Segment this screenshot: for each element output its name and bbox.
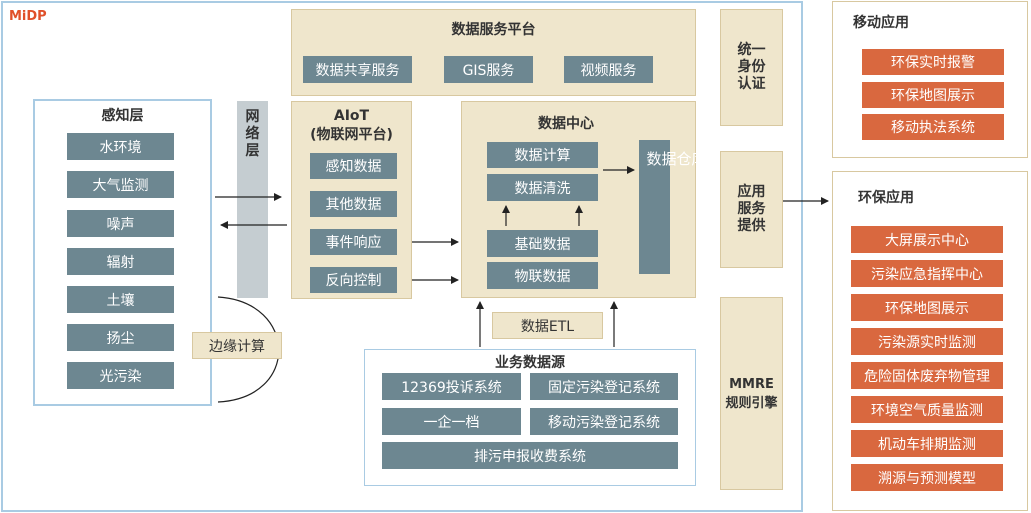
env-app-item[interactable]: 溯源与预测模型 <box>851 464 1003 491</box>
aiot-item[interactable]: 反向控制 <box>310 267 397 293</box>
rule-engine-label-line1: MMRE <box>729 376 774 392</box>
env-app-item[interactable]: 环境空气质量监测 <box>851 396 1003 423</box>
business-item[interactable]: 移动污染登记系统 <box>530 408 678 435</box>
business-item[interactable]: 一企一档 <box>382 408 521 435</box>
edge-compute-box[interactable]: 边缘计算 <box>192 332 282 359</box>
business-item[interactable]: 固定污染登记系统 <box>530 373 678 400</box>
brand-label: MiDP <box>9 9 47 24</box>
rule-engine-box[interactable]: MMRE 规则引擎 <box>720 297 783 490</box>
identity-auth-label: 统一身份认证 <box>737 42 766 92</box>
env-app-item[interactable]: 机动车排期监测 <box>851 430 1003 457</box>
perception-item[interactable]: 光污染 <box>67 362 174 389</box>
perception-item[interactable]: 土壤 <box>67 286 174 313</box>
app-service-label: 应用服务提供 <box>737 184 766 234</box>
aiot-item[interactable]: 感知数据 <box>310 153 397 179</box>
aiot-subtitle: (物联网平台) <box>310 127 393 143</box>
business-item[interactable]: 排污申报收费系统 <box>382 442 678 469</box>
data-center-item[interactable]: 基础数据 <box>487 230 598 257</box>
perception-item[interactable]: 辐射 <box>67 248 174 275</box>
rule-engine-label-line2: 规则引擎 <box>725 395 778 411</box>
data-etl-box[interactable]: 数据ETL <box>492 312 603 339</box>
data-service-item[interactable]: GIS服务 <box>444 56 533 83</box>
midp-frame <box>1 1 803 512</box>
aiot-title: AIoT <box>333 108 370 124</box>
perception-item[interactable]: 噪声 <box>67 210 174 237</box>
network-layer-label: 网络层 <box>245 109 260 159</box>
aiot-item[interactable]: 事件响应 <box>310 229 397 255</box>
data-warehouse[interactable]: 数据仓库 <box>639 140 707 274</box>
data-center-title: 数据中心 <box>538 116 594 132</box>
data-center-item[interactable]: 物联数据 <box>487 262 598 289</box>
perception-item[interactable]: 扬尘 <box>67 324 174 351</box>
business-data-source-title: 业务数据源 <box>495 355 565 371</box>
env-app-item[interactable]: 危险固体废弃物管理 <box>851 362 1003 389</box>
aiot-item[interactable]: 其他数据 <box>310 191 397 217</box>
data-service-item[interactable]: 数据共享服务 <box>303 56 412 83</box>
business-item[interactable]: 12369投诉系统 <box>382 373 521 400</box>
perception-layer-title: 感知层 <box>101 108 144 124</box>
env-app-item[interactable]: 大屏展示中心 <box>851 226 1003 253</box>
perception-item[interactable]: 水环境 <box>67 133 174 160</box>
env-apps-title: 环保应用 <box>858 190 914 206</box>
env-app-item[interactable]: 环保地图展示 <box>851 294 1003 321</box>
perception-item[interactable]: 大气监测 <box>67 171 174 198</box>
data-center-item[interactable]: 数据计算 <box>487 142 598 168</box>
data-service-platform-title: 数据服务平台 <box>451 22 536 38</box>
mobile-app-item[interactable]: 环保实时报警 <box>862 49 1004 75</box>
mobile-app-item[interactable]: 环保地图展示 <box>862 82 1004 108</box>
network-layer-bar: 网络层 <box>237 101 268 298</box>
app-service-box[interactable]: 应用服务提供 <box>720 151 783 268</box>
env-app-item[interactable]: 污染源实时监测 <box>851 328 1003 355</box>
identity-auth-box[interactable]: 统一身份认证 <box>720 9 783 126</box>
data-service-item[interactable]: 视频服务 <box>564 56 653 83</box>
data-center-item[interactable]: 数据清洗 <box>487 174 598 201</box>
env-app-item[interactable]: 污染应急指挥中心 <box>851 260 1003 287</box>
mobile-app-item[interactable]: 移动执法系统 <box>862 114 1004 140</box>
mobile-apps-title: 移动应用 <box>853 15 909 31</box>
